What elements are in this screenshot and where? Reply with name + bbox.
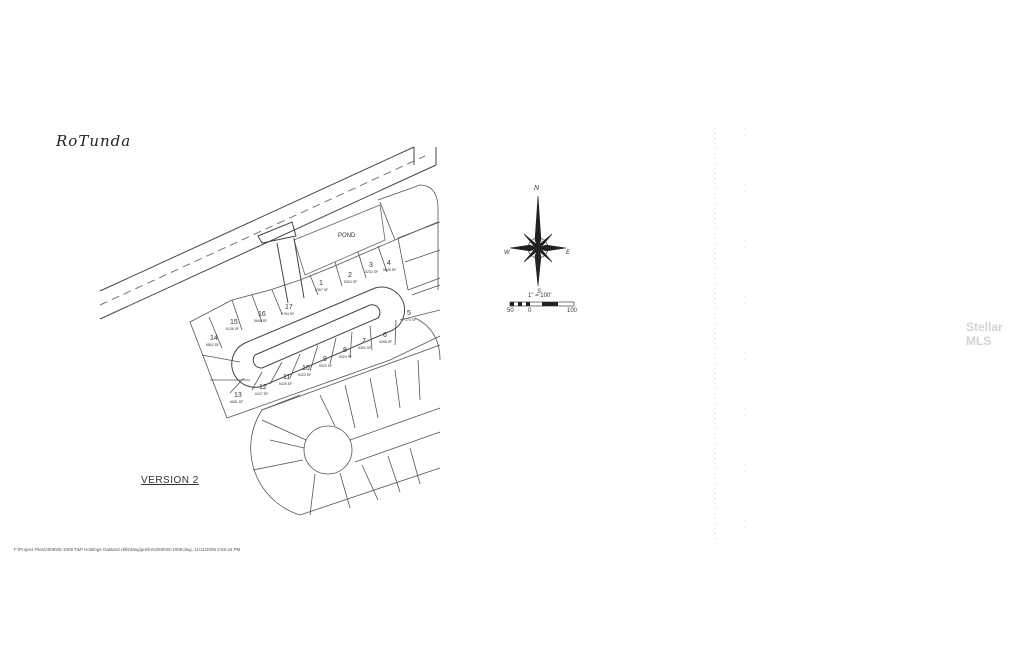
lot-area: 6107 SF <box>255 392 268 396</box>
lot-area: 5626 SF <box>383 268 396 272</box>
entry-road <box>257 221 305 304</box>
main-road <box>99 146 437 320</box>
lot-area: 7174 SF <box>403 318 416 322</box>
lot-area: 6136 SF <box>226 327 239 331</box>
lot-number: 13 <box>234 392 242 399</box>
lot-area: 5323 SF <box>319 364 332 368</box>
lot-lines <box>189 221 441 419</box>
compass-north-label: N <box>534 185 540 192</box>
pond-outline <box>293 204 386 276</box>
pond-label: POND <box>338 233 356 239</box>
mls-watermark: Stellar MLS <box>966 320 1003 348</box>
scale-tick-50: 50 <box>507 308 514 314</box>
compass-east-label: E <box>566 250 571 256</box>
version-label: VERSION 2 <box>141 475 199 486</box>
handwritten-title: RoTunda <box>56 132 132 150</box>
lower-cul-de-sac <box>250 344 441 516</box>
lot-number: 17 <box>285 304 293 311</box>
lot-area: 6802 SF <box>206 343 219 347</box>
lot-number: 14 <box>210 335 218 342</box>
lot-number: 3 <box>369 262 373 269</box>
lot-area: 5232 SF <box>365 270 378 274</box>
compass-south-label: S <box>537 289 541 295</box>
lot-number: 12 <box>259 384 267 391</box>
lot-number: 4 <box>387 260 391 267</box>
lot-number: 6 <box>383 332 387 339</box>
lot-area: 5254 SF <box>344 280 357 284</box>
compass-rose-icon <box>509 195 567 287</box>
scale-bar <box>509 301 575 307</box>
lot-number: 15 <box>230 319 238 326</box>
lot-number: 16 <box>258 311 266 318</box>
lot-number: 5 <box>407 310 411 317</box>
lot-area: 6681 SF <box>230 400 243 404</box>
lot-area: 5398 SF <box>379 340 392 344</box>
lot-area: 5794 SF <box>281 312 294 316</box>
lot-number: 10 <box>302 365 310 372</box>
lot-number: 9 <box>323 356 327 363</box>
lot-number: 8 <box>343 347 347 354</box>
lot-area: 5646 SF <box>254 319 267 323</box>
scale-ratio: 1" = 100' <box>528 293 552 299</box>
upper-right-lots <box>377 184 441 361</box>
lot-number: 2 <box>348 272 352 279</box>
lot-number: 7 <box>362 338 366 345</box>
scale-tick-100: 100 <box>567 308 578 314</box>
lot-area: 5302 SF <box>358 346 371 350</box>
compass-west-label: W <box>504 250 511 256</box>
scale-tick-0: 0 <box>528 308 532 314</box>
lot-number: 1 <box>319 280 323 287</box>
lot-area: 5324 SF <box>339 355 352 359</box>
loop-road <box>231 286 406 388</box>
lot-area: 5323 SF <box>298 373 311 377</box>
lot-area: 5357 SF <box>315 288 328 292</box>
lot-area: 5326 SF <box>279 382 292 386</box>
file-path-footer: F:\Project Files\2005\05-1008 T&P Holdin… <box>14 547 241 552</box>
lot-number: 11 <box>283 374 290 381</box>
